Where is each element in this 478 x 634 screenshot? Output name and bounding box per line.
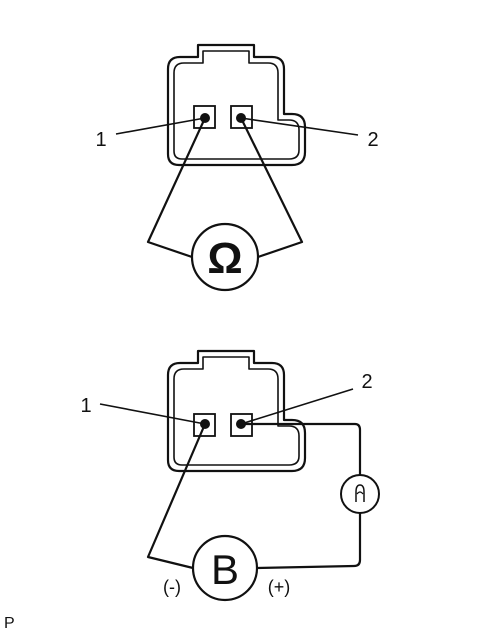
terminal-2-label: 2 xyxy=(367,129,378,151)
ohm-test-figure: Ω 1 2 xyxy=(95,43,379,292)
connector-housing-bottom xyxy=(166,349,307,473)
terminal-1-label: 1 xyxy=(95,129,106,151)
battery-icon xyxy=(191,534,259,602)
negative-label: (-) xyxy=(163,577,181,597)
terminal-2-label: 2 xyxy=(361,371,372,393)
connector-housing-top xyxy=(166,43,307,167)
positive-label: (+) xyxy=(268,577,291,597)
bulb-icon xyxy=(340,474,380,514)
battery-symbol: B xyxy=(211,546,239,593)
connector-housing-top-inner xyxy=(173,50,300,160)
ohmmeter-icon xyxy=(190,222,260,292)
connector-housing-bottom-inner xyxy=(173,356,300,466)
terminal-1-label: 1 xyxy=(80,395,91,417)
corner-mark: P xyxy=(4,615,15,632)
battery-test-figure: B 1 2 (-) (+) xyxy=(80,349,380,602)
ohm-symbol: Ω xyxy=(207,234,242,283)
